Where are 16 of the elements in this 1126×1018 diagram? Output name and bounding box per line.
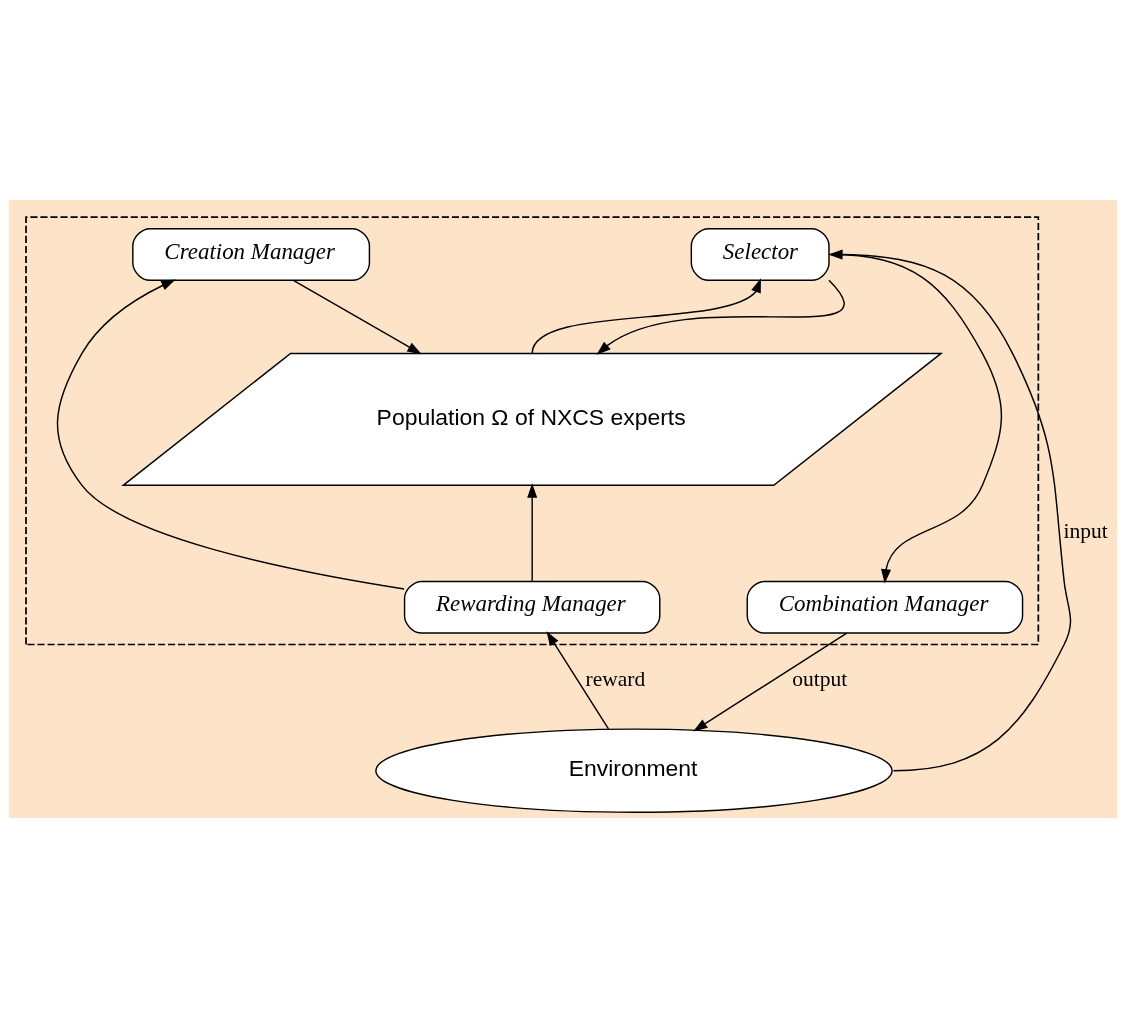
arrow [546, 631, 610, 730]
node-box: Rewarding Manager [403, 580, 661, 634]
arrow [596, 279, 845, 355]
arrow [56, 279, 405, 590]
edge-label: output [792, 667, 848, 692]
edge-label: reward [585, 667, 646, 692]
arrow [293, 279, 422, 355]
node-ellipse: Environment [375, 728, 893, 813]
node-box: Selector [690, 227, 830, 281]
arrow [527, 483, 538, 583]
arrow [531, 278, 761, 355]
node-box: Creation Manager [132, 227, 371, 281]
edge-label: input [1063, 519, 1108, 544]
arrow [828, 249, 1072, 772]
arrow [693, 632, 848, 732]
node-box: Combination Manager [746, 580, 1024, 634]
